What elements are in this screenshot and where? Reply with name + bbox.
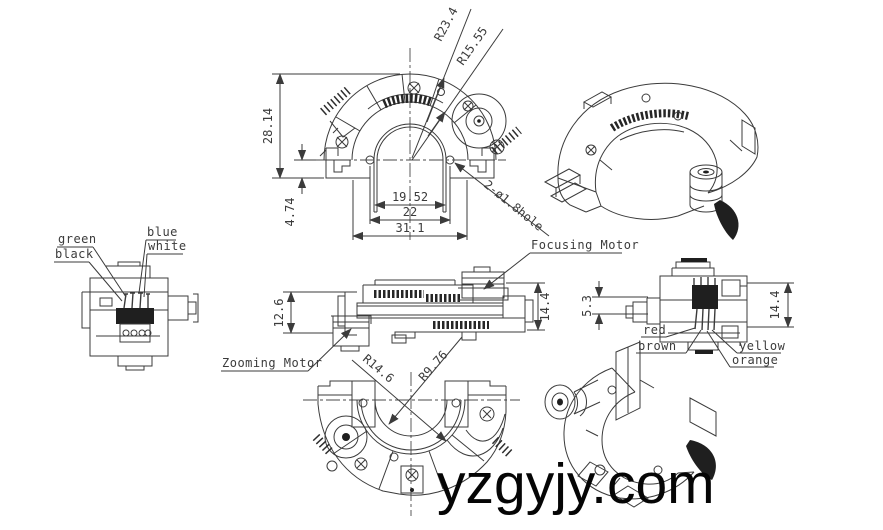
bottom-tab	[401, 466, 423, 493]
front-band-details	[320, 74, 476, 156]
dim-r14-6-text: R14.6	[360, 352, 397, 386]
left-view-connector	[116, 308, 154, 324]
wire-green-text: green	[58, 232, 97, 246]
left-wire-view: green black blue white	[54, 225, 198, 370]
dim-r23-4-text: R23.4	[431, 5, 460, 43]
front-view: 28.14 4.74 19.52 22 31.1	[261, 5, 549, 241]
front-motor	[452, 94, 506, 148]
wire-blue-text: blue	[147, 225, 178, 239]
wire-yellow-text: yellow	[739, 339, 786, 353]
dim-12-6-text: 12.6	[272, 299, 286, 328]
wire-red-text: red	[643, 323, 666, 337]
dim-4-74: 4.74	[283, 144, 316, 226]
wire-label-red: red	[641, 323, 695, 337]
hole-note-text: 2-ø1.8hole	[481, 177, 546, 233]
front-mounting-holes	[366, 156, 454, 164]
focusing-motor-label: Focusing Motor	[484, 238, 639, 289]
front-gear-strip	[384, 98, 431, 104]
iso-top-fan	[714, 200, 739, 240]
iso-top-brackets	[545, 92, 755, 202]
right-view-cap-top	[681, 258, 707, 262]
side-focusing-motor	[458, 267, 508, 300]
right-view-cap-bottom	[695, 350, 713, 354]
dim-28-14-text: 28.14	[261, 108, 275, 144]
bottom-centerlines	[303, 372, 520, 516]
front-screws	[336, 82, 504, 154]
dim-19-52-text: 19.52	[392, 190, 428, 204]
dim-14-4-center: 14.4	[506, 282, 552, 331]
dim-r9-76-text: R9.76	[416, 348, 451, 384]
wire-orange-text: orange	[732, 353, 778, 367]
hole-note: 2-ø1.8hole	[454, 162, 549, 236]
left-view-pin-block	[120, 324, 150, 342]
bottom-post-holes	[359, 399, 460, 407]
side-zooming-motor	[331, 316, 371, 351]
iso-bottom-fan	[686, 440, 716, 480]
front-worm-left	[323, 90, 348, 112]
bottom-screws	[327, 407, 494, 471]
bottom-worm-right	[495, 440, 511, 455]
right-view-connector	[692, 285, 718, 309]
dim-22: 22	[369, 166, 451, 225]
dim-31-1-text: 31.1	[396, 221, 425, 235]
wire-label-white: white	[144, 239, 187, 297]
wire-label-brown: brown	[636, 330, 701, 353]
wire-label-orange: orange	[707, 331, 778, 367]
iso-bottom-motor	[545, 380, 600, 419]
center-side-view: 12.6 14.4 Zooming Motor Focusing Motor	[221, 238, 639, 371]
dim-5-3: 5.3	[580, 281, 648, 330]
dim-31-1: 31.1	[352, 180, 468, 241]
wire-label-blue: blue	[139, 225, 178, 293]
bottom-posts	[318, 381, 506, 427]
dim-14-4-right-text: 14.4	[768, 291, 782, 320]
wire-label-yellow: yellow	[712, 330, 786, 353]
front-arcs	[324, 74, 496, 212]
wire-brown-text: brown	[638, 339, 677, 353]
iso-view-bottom	[545, 342, 716, 507]
iso-top-body	[558, 83, 758, 219]
iso-bottom-screws	[595, 386, 662, 475]
wire-white-text: white	[148, 239, 187, 253]
bottom-motor	[325, 416, 367, 458]
right-view-wires	[694, 277, 715, 330]
dim-22-text: 22	[403, 205, 417, 219]
iso-top-gear-strip	[612, 113, 688, 128]
iso-top-motor	[690, 165, 739, 240]
dim-r15-55: R15.55	[412, 24, 503, 160]
wire-label-black: black	[54, 247, 122, 301]
dim-14-4-right: 14.4	[747, 282, 794, 328]
focusing-motor-text: Focusing Motor	[531, 238, 639, 252]
dim-12-6: 12.6	[272, 291, 345, 334]
zooming-motor-label: Zooming Motor	[221, 329, 351, 371]
iso-top-screws	[586, 94, 682, 155]
left-view-wires	[124, 293, 150, 308]
left-view-pin-holes	[123, 330, 151, 336]
bottom-shell	[318, 386, 506, 495]
zooming-motor-text: Zooming Motor	[222, 356, 322, 370]
dim-r15-55-text: R15.55	[454, 24, 490, 68]
watermark-text: yzgyjy.com	[437, 452, 715, 516]
dim-19-52: 19.52	[374, 190, 446, 210]
right-wire-view: 5.3 14.4 red brown yellow orange	[580, 258, 794, 367]
bottom-worm-left	[316, 437, 330, 452]
wire-black-text: black	[55, 247, 94, 261]
dim-14-4-center-text: 14.4	[538, 293, 552, 322]
iso-view-top	[545, 83, 758, 240]
iso-bottom-plate	[578, 342, 716, 507]
dim-5-3-text: 5.3	[580, 295, 594, 317]
dim-4-74-text: 4.74	[283, 198, 297, 227]
wire-label-green: green	[57, 232, 126, 297]
